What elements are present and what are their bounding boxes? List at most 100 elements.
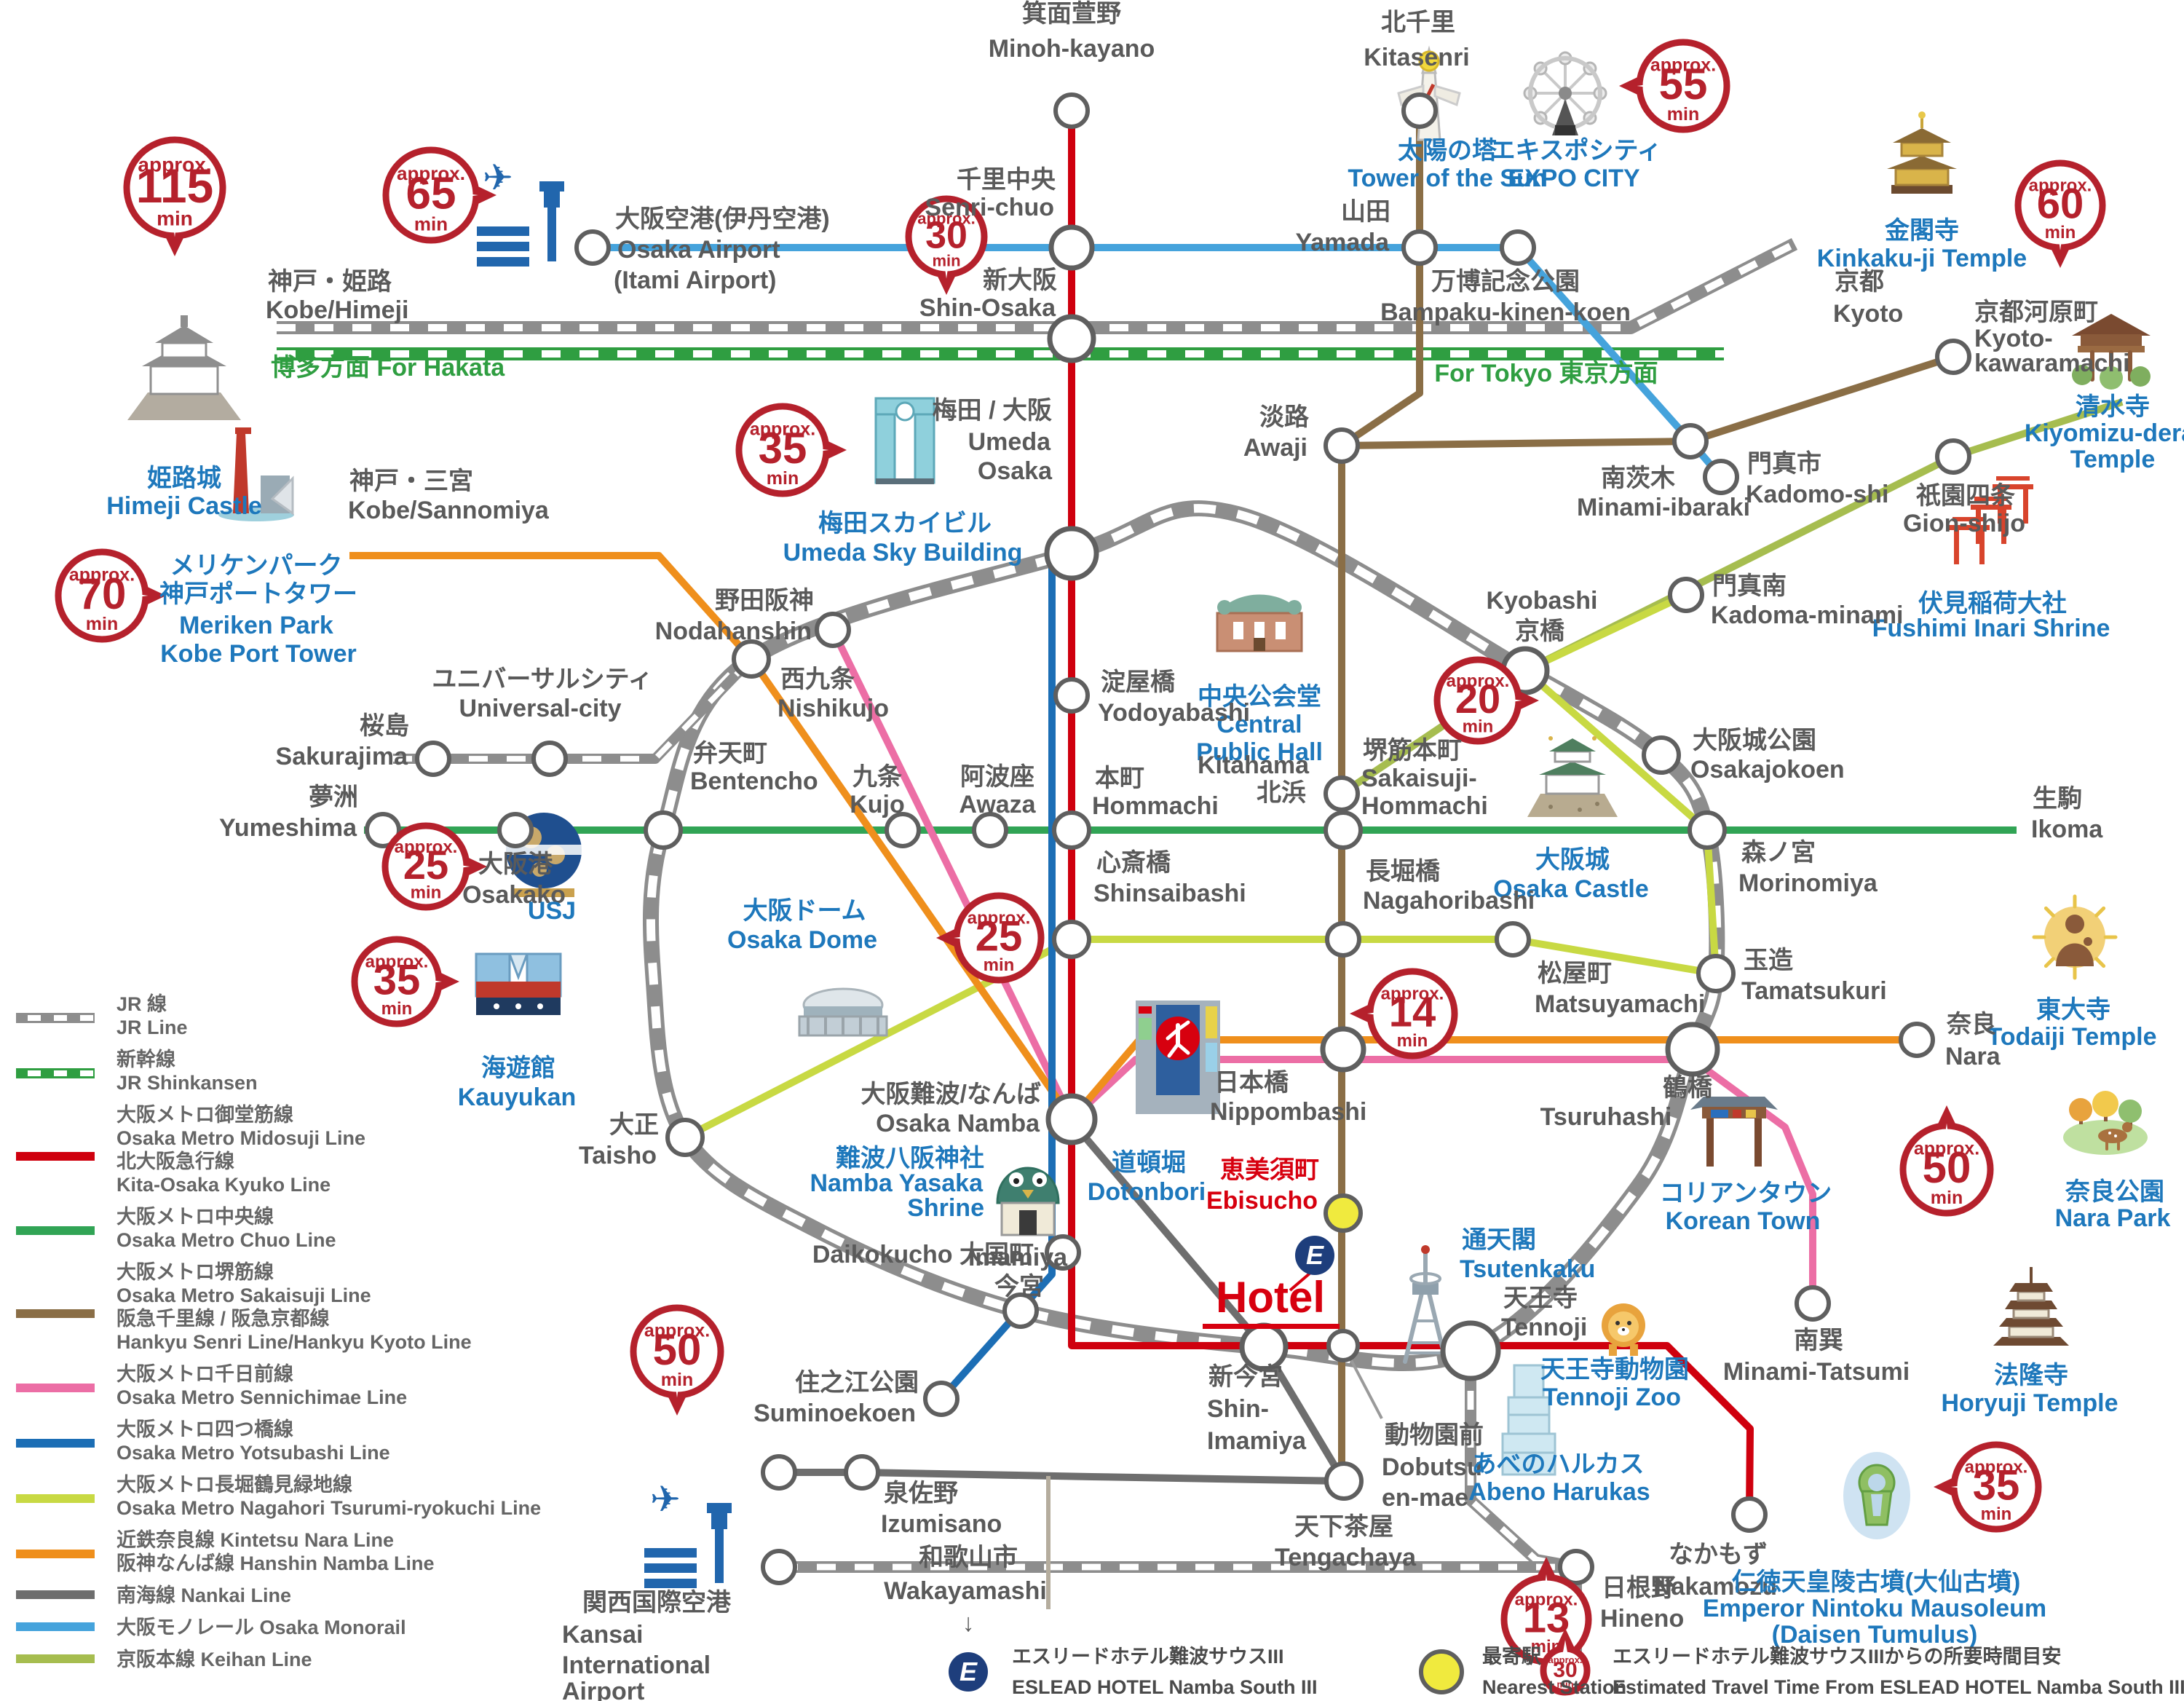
torii3-icon — [1949, 476, 2033, 564]
label-sakaisuji: Sakaisuji- — [1361, 765, 1477, 792]
label-jp-label: 大阪メトロ長堀鶴見緑地線 — [116, 1473, 352, 1496]
label-awaza: Awaza — [959, 791, 1036, 818]
svg-text:min: min — [984, 955, 1015, 975]
station-umeda-osaka — [1044, 526, 1099, 581]
station-hineno — [1558, 1549, 1594, 1585]
ferris-wheel-icon — [1523, 51, 1607, 135]
todaiji-icon — [2032, 894, 2118, 980]
legend-swatch-10 — [16, 1622, 95, 1631]
svg-text:approx.: approx. — [644, 1321, 710, 1341]
label-jp-label: 北浜 — [1257, 779, 1306, 807]
hotel-logo-icon: E — [949, 1652, 988, 1692]
jr-loop-line-stripes — [646, 504, 1722, 1368]
label-jp-label: 淀屋橋 — [1101, 668, 1175, 696]
label-hotel: Hotel — [1216, 1273, 1325, 1322]
label-jp-label: 姫路城 — [147, 465, 221, 492]
label-horyuji-temple: Horyuji Temple — [1941, 1389, 2118, 1417]
station-nakamozu — [1731, 1496, 1768, 1533]
legend-swatch-5 — [16, 1384, 95, 1392]
station-kyoto-kawaramachi — [1935, 339, 1971, 375]
label-kobe-himeji: Kobe/Himeji — [266, 296, 408, 324]
kintetsu-hanshin-namba-line — [349, 552, 1917, 1123]
svg-text:min: min — [411, 883, 442, 903]
osaka-dome-icon — [798, 987, 888, 1037]
svg-text:min: min — [86, 614, 118, 634]
label-kadomo-shi: Kadomo-shi — [1746, 481, 1888, 508]
label-bentencho: Bentencho — [690, 767, 818, 795]
public-hall-icon — [1216, 594, 1303, 652]
station-ebisucho — [1324, 1193, 1363, 1233]
label-matsuyamachi: Matsuyamachi — [1535, 990, 1705, 1018]
label-morinomiya: Morinomiya — [1738, 869, 1878, 897]
label-jp-label: 海遊館 — [481, 1054, 555, 1082]
label-nearest-station: Nearest Station — [1482, 1676, 1626, 1698]
svg-text:115: 115 — [136, 159, 213, 213]
label-hommachi: Hommachi — [1361, 792, 1488, 820]
legend-swatch-9 — [16, 1590, 95, 1599]
label-kyoto: Kyoto — [1833, 300, 1903, 328]
label-jp-label: 南茨木 — [1601, 465, 1675, 492]
label-minoh-kayano: Minoh-kayano — [989, 35, 1155, 63]
station-taisho — [665, 1118, 705, 1157]
label-jp-label: 天王寺 — [1503, 1284, 1578, 1312]
label-nara-park: Nara Park — [2055, 1204, 2171, 1232]
svg-text:35: 35 — [1973, 1461, 2020, 1509]
label-iii: エスリードホテル難波サウスIII — [1012, 1646, 1284, 1668]
label-tengachaya: Tengachaya — [1275, 1544, 1417, 1571]
label-jp-label: 大阪ドーム — [743, 897, 866, 925]
label-jp-label: 山田 — [1341, 198, 1390, 226]
label-ikoma: Ikoma — [2031, 816, 2103, 843]
label-nara: Nara — [1945, 1043, 2001, 1070]
label-suminoekoen: Suminoekoen — [753, 1400, 916, 1427]
label-kitahama: Kitahama — [1198, 751, 1310, 779]
label-nankai-line: 南海線 Nankai Line — [116, 1584, 291, 1606]
station-yodoyabashi — [1053, 677, 1090, 714]
svg-text:approx.: approx. — [1515, 1590, 1578, 1609]
label-yumeshima: Yumeshima — [219, 814, 357, 842]
label-todaiji-temple: Todaiji Temple — [1987, 1023, 2157, 1051]
label-jp-label: 京都河原町 — [1974, 299, 2098, 326]
svg-text:approx.: approx. — [750, 419, 815, 440]
label-kintetsu-nara-line: 近鉄奈良線 Kintetsu Nara Line — [116, 1528, 394, 1551]
label-jp-label: 京都 — [1835, 268, 1884, 296]
meriken-icon — [218, 427, 294, 521]
label-jr: JR 線 — [116, 992, 167, 1015]
label-usj: USJ — [528, 897, 576, 925]
label-airport: Airport — [562, 1678, 644, 1701]
station-shinsaibashi — [1052, 920, 1091, 959]
tsutenkaku-icon — [1403, 1245, 1448, 1364]
label-hommachi: Hommachi — [1092, 792, 1219, 820]
svg-text:approx.: approx. — [69, 565, 135, 585]
svg-text:approx.: approx. — [2029, 175, 2092, 195]
svg-text:min: min — [767, 468, 799, 489]
label-bampaku-kinen-koen: Bampaku-kinen-koen — [1380, 299, 1631, 326]
label-jp-label: 玉造 — [1744, 947, 1793, 974]
label-jp-label: 神戸・三宮 — [349, 467, 473, 495]
legend-swatch-8 — [16, 1550, 95, 1558]
label-imamiya: Imamiya — [1207, 1427, 1307, 1455]
label-jp-label: 長堀橋 — [1366, 858, 1440, 885]
label-jp-label: 阪急千里線 / 阪急京都線 — [116, 1307, 330, 1330]
label-nishikujo: Nishikujo — [778, 695, 889, 722]
hotel-underline — [1203, 1324, 1340, 1329]
station-osakajokoen — [1642, 735, 1681, 775]
label-nagahoribashi: Nagahoribashi — [1363, 887, 1535, 915]
label-kauyukan: Kauyukan — [458, 1084, 577, 1111]
station-yamada — [1401, 229, 1438, 266]
station-sakaisuji-hommachi — [1324, 810, 1363, 850]
svg-text:min: min — [1931, 1188, 1963, 1208]
svg-text:70: 70 — [78, 569, 127, 618]
label-eslead-hotel-namba-south-iii: ESLEAD HOTEL Namba South III — [1012, 1676, 1318, 1698]
station-matsuyamachi — [1495, 921, 1531, 958]
svg-text:approx.: approx. — [917, 209, 975, 227]
station-senri-chuo — [1048, 224, 1095, 271]
label-jp-label: 中央公会堂 — [1198, 683, 1321, 711]
svg-text:approx.: approx. — [1965, 1457, 2028, 1477]
